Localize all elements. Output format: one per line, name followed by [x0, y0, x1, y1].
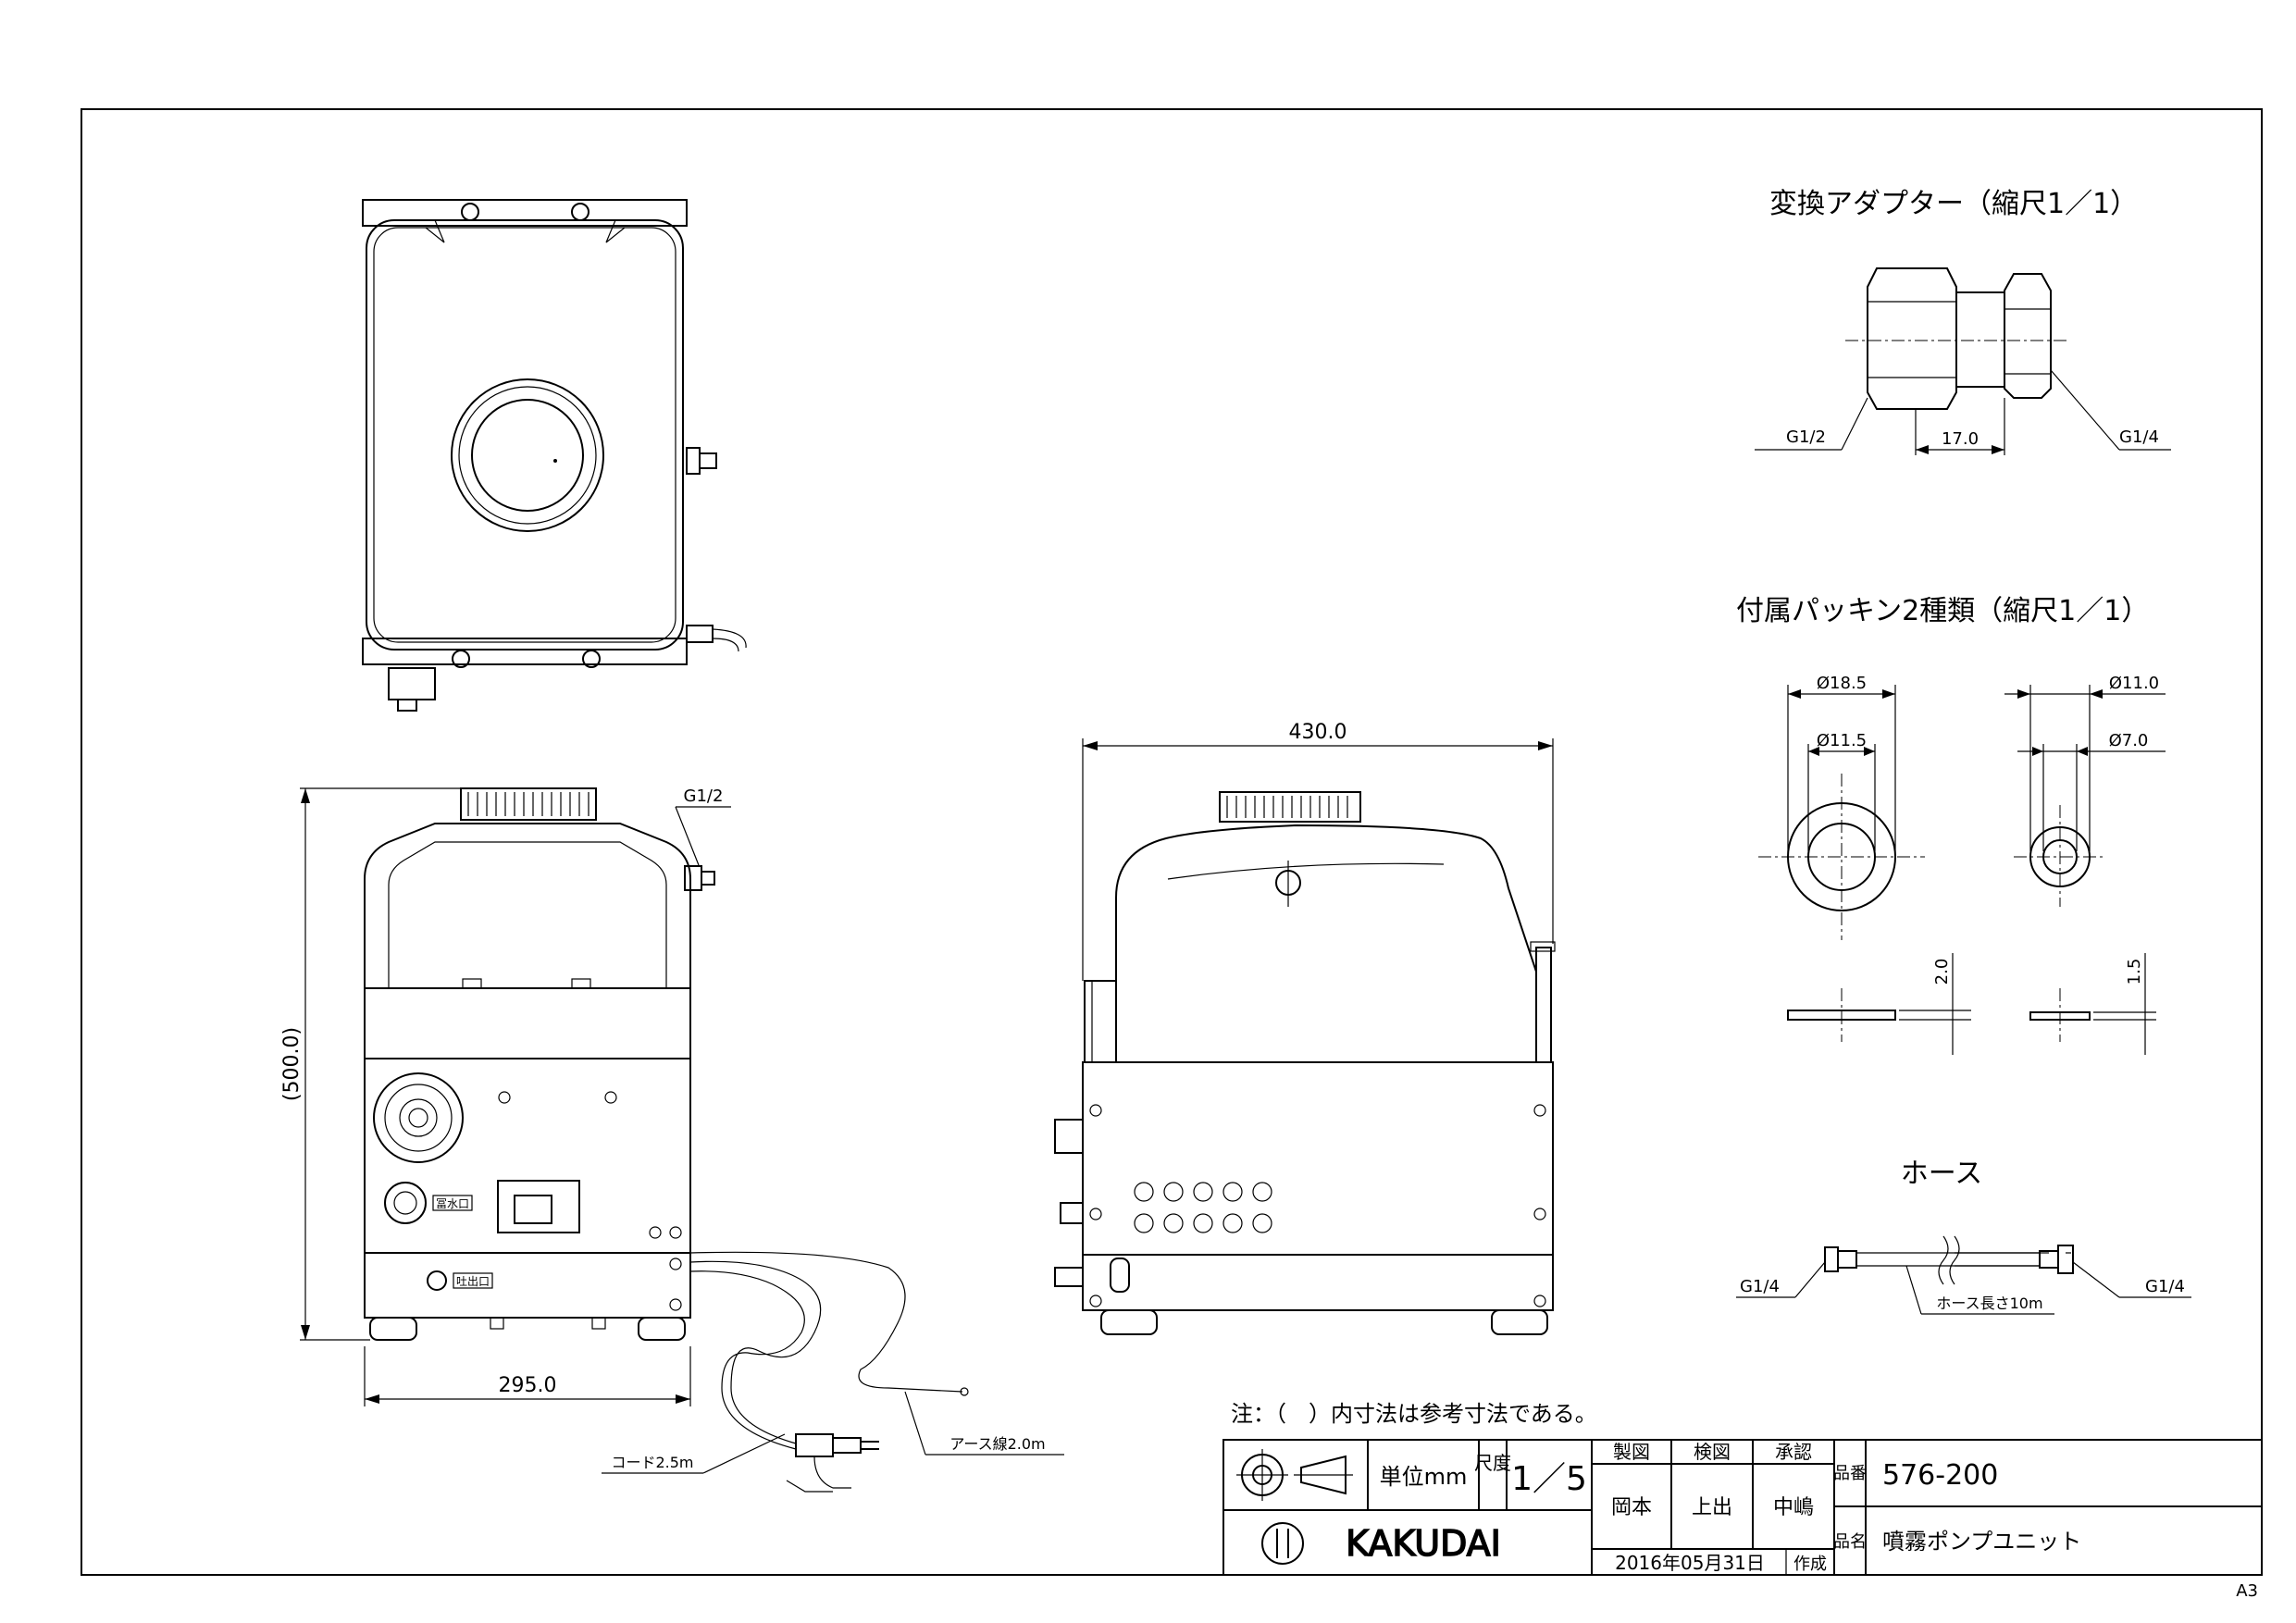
width-dim: 295.0 [499, 1374, 557, 1397]
checked-head: 検図 [1694, 1441, 1731, 1463]
hose-title: ホース [1901, 1158, 1983, 1190]
packing-detail: 付属パッキン2種類（縮尺1／1） Ø18.5 Ø11.5 2.0 Ø11.0 [1736, 595, 2166, 1055]
drain-label: 吐出口 [456, 1275, 490, 1288]
part-no-head: 品番 [1833, 1464, 1867, 1483]
sheet-border [81, 108, 2263, 1576]
drawn-by: 岡本 [1611, 1496, 1652, 1519]
adapter-length: 17.0 [1942, 429, 1979, 449]
large-inner-dia: Ø11.5 [1817, 731, 1867, 750]
part-number: 576-200 [1882, 1459, 1998, 1492]
large-thickness: 2.0 [1932, 959, 1952, 985]
small-outer-dia: Ø11.0 [2109, 674, 2159, 693]
adapter-left-thread: G1/2 [1786, 427, 1826, 447]
kakudai-logo-icon [1261, 1522, 1304, 1565]
name-head: 品名 [1833, 1532, 1867, 1552]
created-label: 作成 [1793, 1555, 1827, 1574]
packing-title: 付属パッキン2種類（縮尺1／1） [1736, 595, 2149, 627]
product-name: 噴霧ポンプユニット [1882, 1529, 2081, 1555]
sheet-size-label: A3 [2236, 1581, 2258, 1601]
created-date: 2016年05月31日 [1615, 1552, 1765, 1574]
approved-by: 中嶋 [1773, 1496, 1814, 1519]
drawn-head: 製図 [1613, 1441, 1650, 1463]
large-outer-dia: Ø18.5 [1817, 674, 1867, 693]
hose-right-thread: G1/4 [2145, 1277, 2185, 1296]
water-inlet-label: 冨水口 [436, 1197, 469, 1210]
side-width-dim: 430.0 [1289, 721, 1347, 744]
title-block: 単位mm 尺度 1／5 製図 検図 承認 岡本 上出 中嶋 2016年05月31… [1222, 1439, 2263, 1576]
scale-head: 尺度 [1474, 1452, 1511, 1474]
adapter-title: 変換アダプター（縮尺1／1） [1769, 188, 2138, 220]
top-view [362, 199, 747, 712]
unit-label: 単位mm [1380, 1464, 1468, 1490]
front-view: 冨水口 吐出口 (500.0) 295.0 [280, 787, 1064, 1493]
earth-label: アース線2.0m [949, 1435, 1045, 1453]
height-dim: (500.0) [280, 1027, 304, 1101]
brand-logo: KAKUDAI [1346, 1523, 1501, 1564]
small-thickness: 1.5 [2125, 959, 2144, 985]
hose-length: ホース長さ10m [1936, 1295, 2042, 1312]
reference-note: 注：（ ）内寸法は参考寸法である。 [1231, 1401, 1597, 1427]
side-view: 430.0 [1054, 721, 1556, 1335]
cord-label: コード2.5m [611, 1454, 693, 1471]
approved-head: 承認 [1775, 1441, 1812, 1463]
adapter-detail: 変換アダプター（縮尺1／1） G1/2 G1/4 17.0 [1755, 188, 2171, 455]
checked-by: 上出 [1692, 1496, 1732, 1519]
small-inner-dia: Ø7.0 [2109, 731, 2149, 750]
scale-value: 1／5 [1511, 1460, 1587, 1498]
hose-left-thread: G1/4 [1740, 1277, 1780, 1296]
hose-detail: ホース G1/4 G1/4 ホース長さ10m [1736, 1158, 2191, 1315]
adapter-right-thread: G1/4 [2119, 427, 2159, 447]
inlet-thread-label: G1/2 [684, 787, 724, 806]
